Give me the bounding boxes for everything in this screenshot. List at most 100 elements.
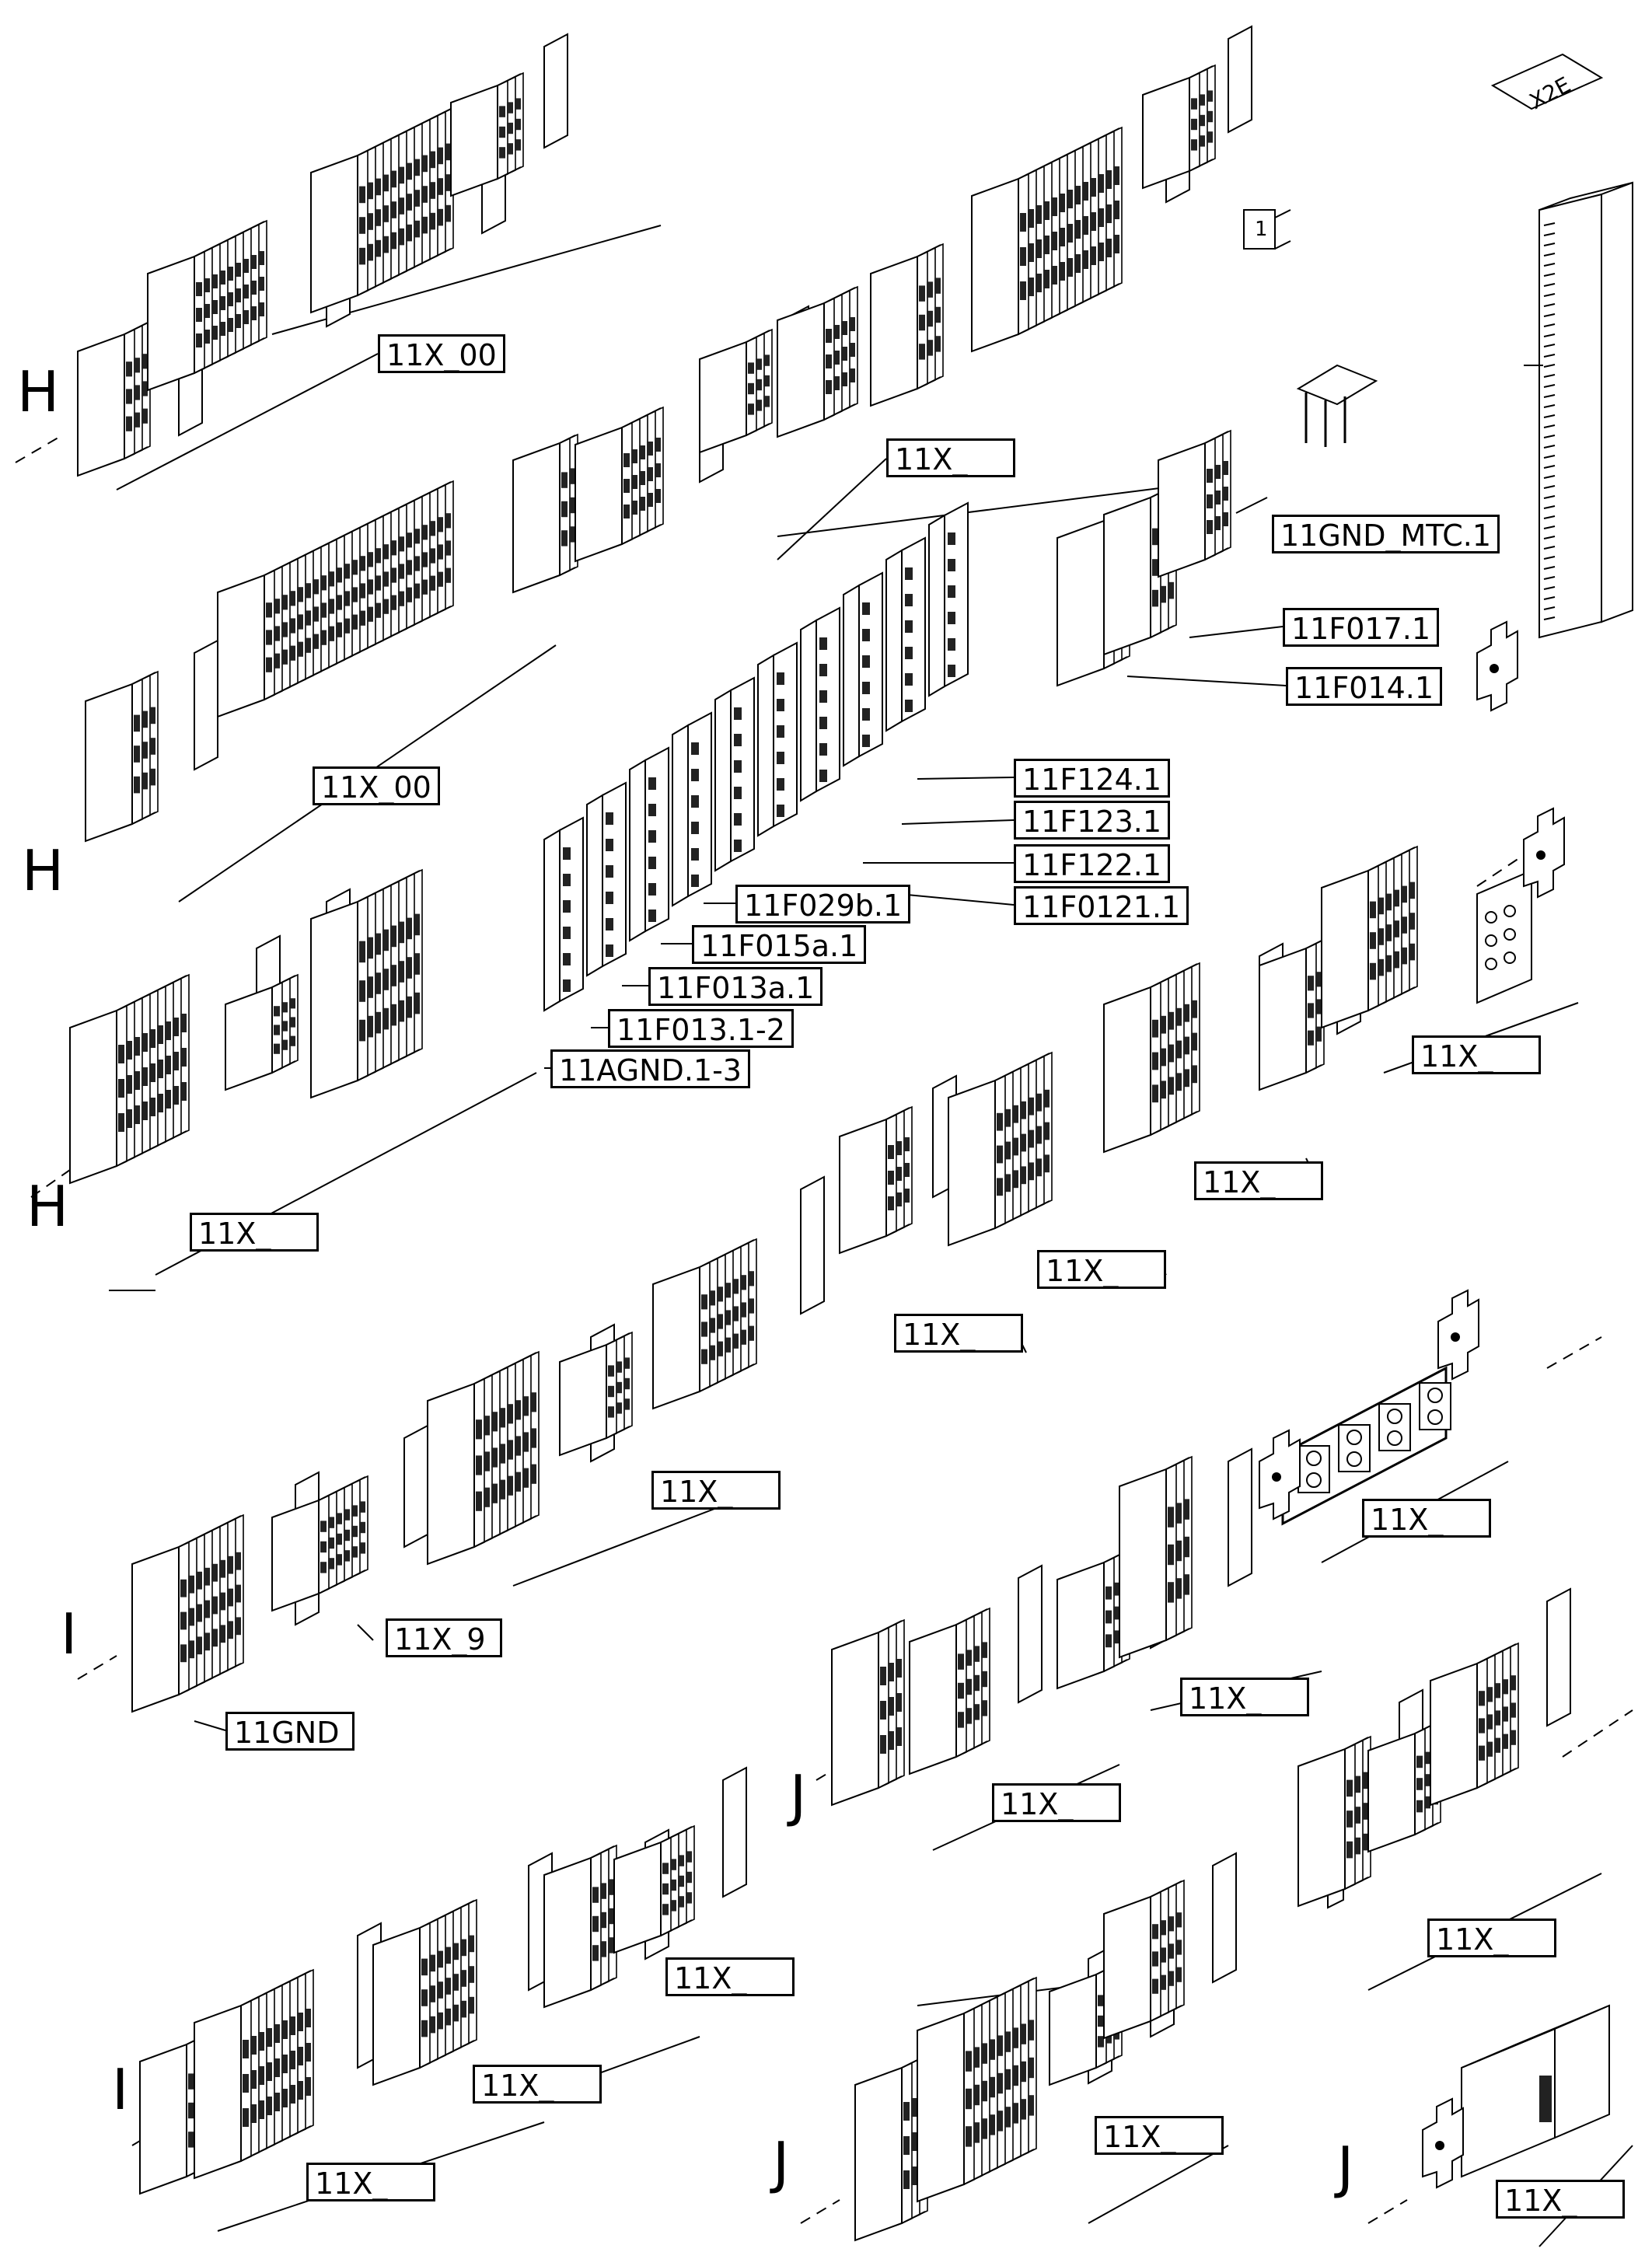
- section-marker-i-2: I: [112, 2057, 129, 2122]
- leader-line: [777, 481, 1210, 537]
- leader-line: [194, 1720, 226, 1731]
- callout-label: 11F0121.1: [1014, 886, 1189, 925]
- section-marker-h-3: H: [26, 1174, 69, 1239]
- axis-mark: [30, 1169, 71, 1198]
- part-number-1: 1: [1255, 218, 1268, 241]
- fuse-terminal: [800, 606, 840, 802]
- callout-label: 11X_9: [386, 1618, 502, 1657]
- terminal-block: [831, 1618, 905, 1807]
- axis-mark: [1476, 854, 1525, 887]
- fuse-terminal: [629, 746, 669, 942]
- callout-label: 11X_: [1496, 2180, 1625, 2219]
- fuse-terminal: [586, 781, 627, 977]
- leader-line: [116, 353, 379, 491]
- leader-line: [1235, 497, 1268, 514]
- end-plate: [800, 1175, 825, 1315]
- power-terminal-block: [1281, 1366, 1451, 1526]
- leader-line: [1126, 676, 1287, 686]
- leader-line: [357, 1624, 374, 1641]
- callout-label: 11X_: [1362, 1499, 1491, 1538]
- callout-label: 11GND_MTC.1: [1272, 515, 1500, 553]
- terminal-block: [1321, 845, 1418, 1029]
- terminal-block: [427, 1350, 540, 1566]
- callout-label: 11X_: [665, 1957, 795, 1996]
- axis-mark: [1562, 1709, 1633, 1758]
- terminal-block: [1430, 1642, 1519, 1807]
- section-marker-h-1: H: [17, 359, 60, 424]
- axis-mark: [1546, 1336, 1602, 1369]
- callout-label: 11F123.1: [1014, 801, 1170, 840]
- terminal-block: [194, 1968, 314, 2180]
- callout-label: 11F017.1: [1283, 608, 1439, 647]
- leader-line: [777, 458, 887, 560]
- section-marker-h-2: H: [22, 838, 65, 903]
- fuse-terminal: [885, 536, 926, 732]
- terminal-block: [77, 320, 151, 477]
- axis-mark: [77, 1655, 117, 1680]
- callout-label: 11X_00: [313, 766, 440, 805]
- end-plate: [1018, 1564, 1043, 1704]
- terminal-block: [217, 480, 454, 718]
- terminal-block: [909, 1607, 990, 1775]
- end-plate: [722, 1766, 747, 1898]
- terminal-block: [147, 219, 267, 392]
- callout-label: 11F124.1: [1014, 759, 1170, 798]
- fuse-terminal: [543, 816, 584, 1012]
- terminal-block: [917, 1976, 1037, 2203]
- end-plate: [1228, 25, 1252, 134]
- callout-label: 11F122.1: [1014, 844, 1170, 883]
- callout-label: 11X_: [886, 438, 1015, 477]
- terminal-block: [1158, 429, 1231, 578]
- terminal-block: [69, 973, 190, 1185]
- leader-line: [901, 819, 1015, 825]
- callout-label: 11X_: [894, 1314, 1023, 1353]
- end-plate: [1212, 1852, 1237, 1984]
- terminal-block: [271, 1475, 368, 1612]
- terminal-block: [1103, 962, 1200, 1154]
- terminal-block: [372, 1898, 477, 2086]
- marker-plate-edge: [1274, 209, 1291, 218]
- fuse-terminal: [672, 711, 712, 907]
- leader-line: [917, 777, 1015, 780]
- end-plate: [403, 1424, 428, 1548]
- callout-label: 11X_: [190, 1213, 319, 1252]
- housing-block: [1461, 2004, 1610, 2178]
- fuse-terminal: [928, 501, 969, 697]
- axis-mark: [800, 2199, 840, 2224]
- ground-block: [1476, 869, 1532, 1004]
- fuse-terminal: [714, 676, 755, 872]
- callout-label: 11X_: [651, 1471, 781, 1510]
- callout-label: 11GND: [225, 1712, 354, 1751]
- callout-label: 11AGND.1-3: [550, 1049, 750, 1088]
- marker-plate-edge: [1274, 240, 1291, 250]
- terminal-block: [131, 1514, 244, 1713]
- section-marker-i-1: I: [61, 1601, 78, 1667]
- callout-label: 11X_: [473, 2065, 602, 2104]
- end-clamp: [1523, 807, 1565, 899]
- terminal-block: [971, 126, 1123, 353]
- corner-tag-frame: [1490, 53, 1604, 110]
- callout-label: 11F015a.1: [692, 925, 867, 964]
- callout-label: 11X_: [1037, 1250, 1166, 1289]
- section-marker-j-2: J: [773, 2130, 790, 2195]
- callout-label: 11F013a.1: [648, 967, 823, 1006]
- axis-mark: [15, 435, 63, 463]
- terminal-block: [543, 1844, 617, 2009]
- fuse-terminal: [843, 571, 883, 767]
- callout-label: 11F014.1: [1286, 667, 1442, 706]
- end-plate: [1228, 1447, 1252, 1587]
- terminal-block: [1103, 1879, 1185, 2040]
- terminal-block: [1298, 1735, 1371, 1908]
- terminal-block: [575, 406, 664, 563]
- marker-plate: [1243, 209, 1276, 250]
- callout-label: 11X_: [992, 1783, 1121, 1822]
- leader-line: [1088, 2145, 1229, 2224]
- end-plate: [1546, 1587, 1571, 1727]
- end-clamp: [1476, 620, 1518, 712]
- end-plate: [194, 639, 218, 771]
- axis-mark: [1367, 2199, 1408, 2224]
- terminal-block: [948, 1051, 1053, 1247]
- callout-label: 11X_: [1095, 2116, 1224, 2155]
- callout-label: 11F029b.1: [735, 885, 911, 924]
